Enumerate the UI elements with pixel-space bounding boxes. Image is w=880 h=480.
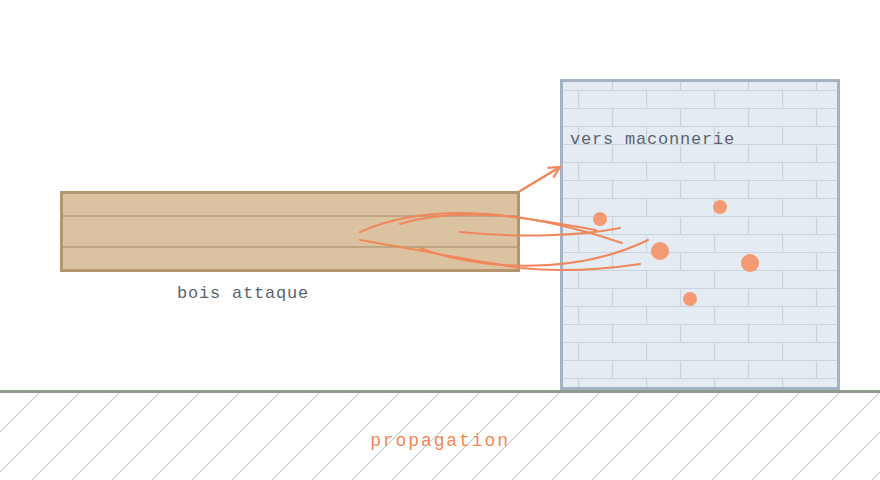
ground-band: propagation [0, 390, 880, 480]
spore-dot [593, 212, 607, 226]
fungal-strand [420, 240, 648, 266]
spore-dot [713, 200, 727, 214]
fungal-strand [360, 240, 640, 270]
ground-hatching [0, 392, 880, 480]
node-label: bois attaque [177, 285, 309, 302]
wood-beam: bois attaque [60, 191, 520, 272]
fungal-strand [460, 228, 620, 235]
node-label: vers maconnerie [570, 131, 735, 148]
spore-dot [651, 242, 669, 260]
propagation-arrow [520, 167, 560, 191]
spore-dot [683, 292, 697, 306]
masonry-wall: vers maconnerie [560, 79, 840, 390]
masonry-bricks [560, 79, 840, 390]
wood-grain [62, 216, 518, 247]
fungal-strand [400, 214, 596, 230]
spore-dot [741, 254, 759, 272]
node-label: propagation [370, 432, 510, 450]
fungal-strand [360, 213, 622, 243]
wood-fill [60, 191, 520, 272]
